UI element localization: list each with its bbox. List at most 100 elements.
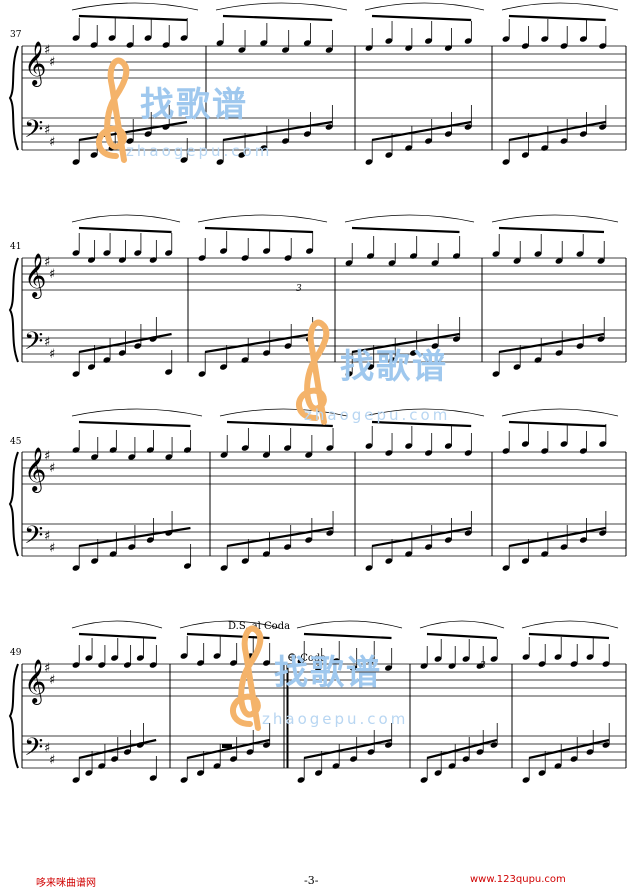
notehead	[149, 257, 157, 263]
notehead	[263, 350, 270, 356]
watermark-text: 找歌谱	[274, 652, 382, 693]
notehead	[118, 350, 126, 356]
slur	[71, 2, 199, 11]
slur	[364, 408, 485, 417]
sharp-icon: ♯	[49, 267, 55, 282]
notehead	[213, 763, 221, 769]
note-beam	[222, 120, 333, 142]
notehead	[213, 653, 221, 659]
notehead	[72, 777, 80, 783]
notehead	[464, 124, 472, 130]
notehead	[350, 665, 357, 671]
note-beam	[226, 526, 334, 548]
notehead	[476, 749, 484, 755]
watermark-middle: 找歌谱 zhaogepu.com	[286, 318, 448, 428]
notehead	[560, 544, 568, 550]
notehead	[136, 655, 144, 661]
notehead	[297, 777, 305, 783]
slur	[215, 2, 348, 11]
note-beam	[528, 738, 610, 760]
notehead	[72, 662, 80, 668]
notehead	[385, 450, 393, 456]
notehead	[560, 441, 568, 447]
watermark-url: zhaogepu.com	[304, 406, 451, 424]
notehead	[183, 563, 191, 569]
notehead	[534, 251, 542, 257]
note-beam	[371, 14, 472, 22]
note-beam	[78, 632, 157, 640]
notehead	[367, 658, 375, 664]
notehead	[165, 454, 173, 460]
notehead	[149, 775, 157, 781]
measure-number-37: 37	[10, 30, 22, 40]
notehead	[230, 756, 237, 762]
notehead	[241, 558, 249, 564]
notehead	[464, 450, 472, 456]
notehead	[388, 260, 396, 266]
notehead	[579, 131, 587, 137]
notehead	[305, 537, 313, 543]
notehead	[260, 40, 268, 46]
notehead	[123, 749, 131, 755]
notehead	[502, 159, 510, 165]
note-beam	[498, 226, 605, 234]
sharp-icon: ♯	[44, 123, 50, 138]
notehead	[128, 544, 136, 550]
treble-clef-icon: 𝄞	[24, 447, 46, 493]
notehead	[541, 145, 549, 151]
slur	[71, 620, 163, 629]
sharp-icon: ♯	[49, 347, 55, 362]
notehead	[365, 45, 373, 51]
notehead	[108, 35, 116, 41]
notehead	[72, 250, 80, 256]
note-beam	[351, 332, 460, 354]
notehead	[579, 448, 587, 454]
note-beam	[78, 420, 191, 428]
notehead	[431, 343, 439, 349]
notehead	[149, 662, 157, 668]
notehead	[282, 138, 289, 144]
notehead	[197, 660, 204, 666]
notehead	[492, 251, 500, 257]
bass-clef-icon: 𝄢	[24, 733, 43, 768]
note-beam	[78, 738, 157, 760]
notehead	[385, 152, 393, 158]
note-beam	[371, 420, 472, 428]
notehead	[367, 364, 374, 370]
sharp-icon: ♯	[49, 461, 55, 476]
notehead	[103, 357, 111, 363]
note-beam	[508, 14, 606, 22]
notehead	[282, 47, 289, 53]
notehead	[144, 131, 152, 137]
notehead	[538, 661, 546, 667]
notehead	[464, 38, 472, 44]
watermark-url: zhaogepu.com	[262, 710, 409, 728]
slur	[364, 2, 485, 11]
note-beam	[204, 332, 313, 354]
notehead	[284, 544, 291, 550]
footer-site-name: 哆来咪曲谱网	[36, 878, 96, 889]
notehead	[444, 131, 452, 137]
notehead	[118, 257, 126, 263]
notehead	[305, 452, 313, 458]
note-beam	[351, 226, 460, 234]
note-beam	[78, 120, 188, 142]
sharp-icon: ♯	[44, 529, 50, 544]
note-beam	[226, 420, 333, 428]
slur	[197, 214, 328, 223]
note-beam	[508, 420, 606, 428]
notehead	[599, 530, 607, 536]
notehead	[91, 558, 99, 564]
note-beam	[508, 120, 606, 142]
notehead	[262, 551, 270, 557]
notehead	[586, 654, 594, 660]
notehead	[220, 565, 228, 571]
notehead	[90, 42, 98, 48]
notehead	[555, 258, 563, 264]
notehead	[109, 551, 117, 557]
notehead	[385, 665, 392, 671]
notehead	[180, 35, 188, 41]
notehead	[385, 742, 392, 748]
notehead	[420, 663, 428, 669]
system-brace	[8, 257, 19, 363]
